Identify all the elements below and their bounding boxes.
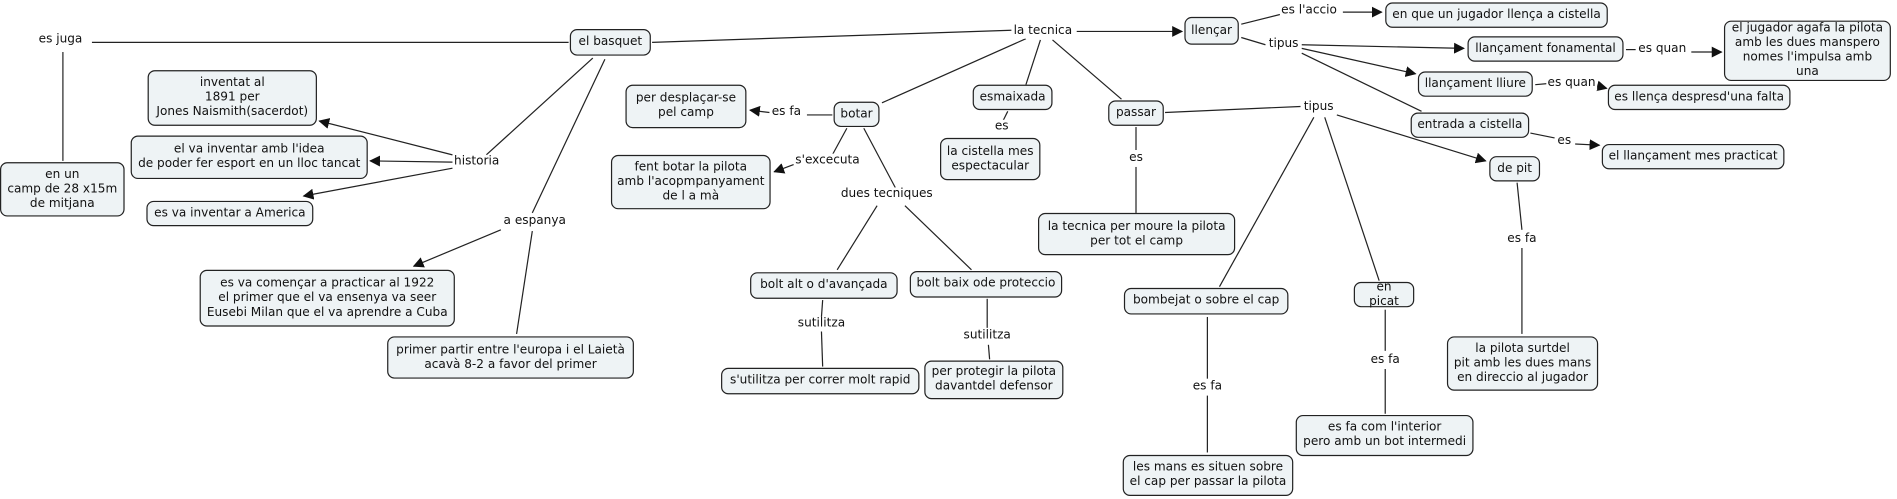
connector-line	[881, 38, 1027, 104]
arrow-connector	[748, 105, 770, 117]
linking-phrase-tipus2: tipus	[1302, 100, 1335, 115]
concept-node-entrada[interactable]: entrada a cistella	[1410, 112, 1530, 138]
concept-node-moure[interactable]: la tecnica per moure la pilota per tot e…	[1038, 212, 1236, 256]
connector-line	[1241, 13, 1281, 25]
connector-line	[1516, 182, 1523, 230]
linking-phrase-sutilitza2: sutilitza	[962, 329, 1013, 344]
connector-line	[987, 344, 991, 360]
linking-phrase-aespanya: a espanya	[502, 214, 568, 229]
connector-line	[863, 127, 896, 188]
connector-line	[515, 230, 533, 334]
concept-node-idea[interactable]: el va inventar amb l'idea de poder fer e…	[130, 135, 368, 180]
linking-phrase-esfa_botar: es fa	[770, 105, 803, 120]
concept-node-fentbotar[interactable]: fent botar la pilota amb l'acopmpanyamen…	[610, 154, 771, 210]
linking-phrase-esjuga: es juga	[37, 32, 84, 48]
linking-phrase-esquan2: es quan	[1546, 76, 1597, 91]
concept-node-protegir[interactable]: per protegir la pilota davantdel defenso…	[924, 360, 1064, 400]
connector-line	[1218, 117, 1315, 288]
arrow-connector	[369, 155, 453, 167]
arrow-connector	[1575, 139, 1601, 151]
connector-line	[836, 205, 878, 271]
connector-line	[1002, 111, 1009, 122]
arrow-connector	[318, 118, 453, 156]
concept-node-esmaixada[interactable]: esmaixada	[972, 84, 1053, 111]
linking-phrase-sutilitza1: sutilitza	[796, 316, 847, 332]
arrow-connector	[302, 167, 453, 200]
concept-node-boltbaix[interactable]: bolt baix ode proteccio	[909, 270, 1063, 298]
linking-phrase-tipus1: tipus	[1267, 37, 1300, 53]
arrow-connector	[1336, 114, 1487, 164]
connector-line	[820, 299, 824, 318]
arrow-connector	[412, 229, 502, 268]
connector-line	[485, 57, 594, 156]
connector-line	[831, 127, 848, 156]
concept-node-camp[interactable]: en un camp de 28 x15m de mitjana	[0, 162, 125, 217]
linking-phrase-es_esmaixada: es	[993, 119, 1010, 135]
concept-node-desplacar[interactable]: per desplaçar-se pel camp	[625, 84, 747, 129]
linking-phrase-sexcecuta: s'excecuta	[794, 153, 861, 169]
linking-phrase-latecnica: la tecnica	[1012, 24, 1074, 39]
arrow-connector	[1301, 47, 1417, 77]
connector-line	[1241, 36, 1266, 46]
concept-node-accio[interactable]: en que un jugador llença a cistella	[1385, 2, 1608, 28]
concept-node-depit[interactable]: de pit	[1489, 156, 1541, 182]
linking-phrase-esquan1: es quan	[1637, 42, 1688, 57]
concept-node-partit[interactable]: primer partir entre l'europa i el Laietà…	[387, 336, 634, 379]
concept-node-inventat[interactable]: inventat al 1891 per Jones Naismith(sace…	[147, 70, 317, 126]
linking-phrase-esfa_picat: es fa	[1369, 353, 1402, 368]
linking-phrase-es_passar: es	[1127, 151, 1145, 166]
concept-node-america[interactable]: es va inventar a America	[146, 200, 314, 227]
concept-node-comencar[interactable]: es va començar a practicar al 1922 el pr…	[199, 269, 455, 327]
connector-line	[1301, 52, 1422, 112]
linking-phrase-esfa_bombejat: es fa	[1191, 379, 1224, 395]
concept-node-picat[interactable]: en picat	[1353, 280, 1415, 308]
connector-line	[904, 205, 972, 271]
concept-node-basquet[interactable]: el basquet	[569, 29, 651, 56]
concept-node-bombejat[interactable]: bombejat o sobre el cap	[1123, 287, 1289, 315]
linking-phrase-esfa_depit: es fa	[1506, 232, 1538, 247]
connector-line	[1530, 132, 1555, 139]
concept-node-surtdel[interactable]: la pilota surtdel pit amb les dues mans …	[1446, 336, 1599, 391]
connector-line	[1052, 39, 1122, 100]
concept-node-espectacular[interactable]: la cistella mes espectacular	[940, 137, 1041, 181]
connector-line	[1324, 117, 1380, 281]
connector-line	[652, 29, 1012, 43]
linking-phrase-es_entrada: es	[1556, 134, 1573, 149]
linking-phrase-historia: historia	[452, 154, 501, 170]
concept-node-lliure[interactable]: llançament lliure	[1417, 71, 1533, 97]
linking-phrase-dues: dues tecniques	[839, 187, 934, 203]
connector-line	[1165, 105, 1301, 114]
concept-node-practicat[interactable]: el llançament mes practicat	[1601, 143, 1785, 170]
arrow-connector	[1301, 42, 1465, 54]
connector-line	[531, 59, 606, 214]
connector-line	[820, 331, 824, 367]
concept-node-correr[interactable]: s'utilitza per correr molt rapid	[721, 367, 920, 395]
connector-line	[1025, 39, 1042, 85]
concept-node-agafa[interactable]: el jugador agafa la pilota amb les dues …	[1723, 20, 1891, 82]
concept-node-llencar[interactable]: llençar	[1184, 16, 1239, 45]
linking-phrase-esaccio: es l'accio	[1279, 3, 1339, 19]
concept-node-passar[interactable]: passar	[1108, 100, 1164, 126]
concept-node-falta[interactable]: es llença despresd'una falta	[1607, 84, 1791, 111]
concept-node-fonamental[interactable]: llançament fonamental	[1467, 36, 1624, 62]
concept-node-botar[interactable]: botar	[833, 101, 880, 128]
concept-node-boltalt[interactable]: bolt alt o d'avançada	[750, 272, 898, 299]
concept-node-mans[interactable]: les mans es situen sobre el cap per pass…	[1122, 454, 1294, 497]
concept-node-interior[interactable]: es fa com l'interior pero amb un bot int…	[1295, 414, 1474, 457]
arrow-connector	[773, 163, 794, 174]
